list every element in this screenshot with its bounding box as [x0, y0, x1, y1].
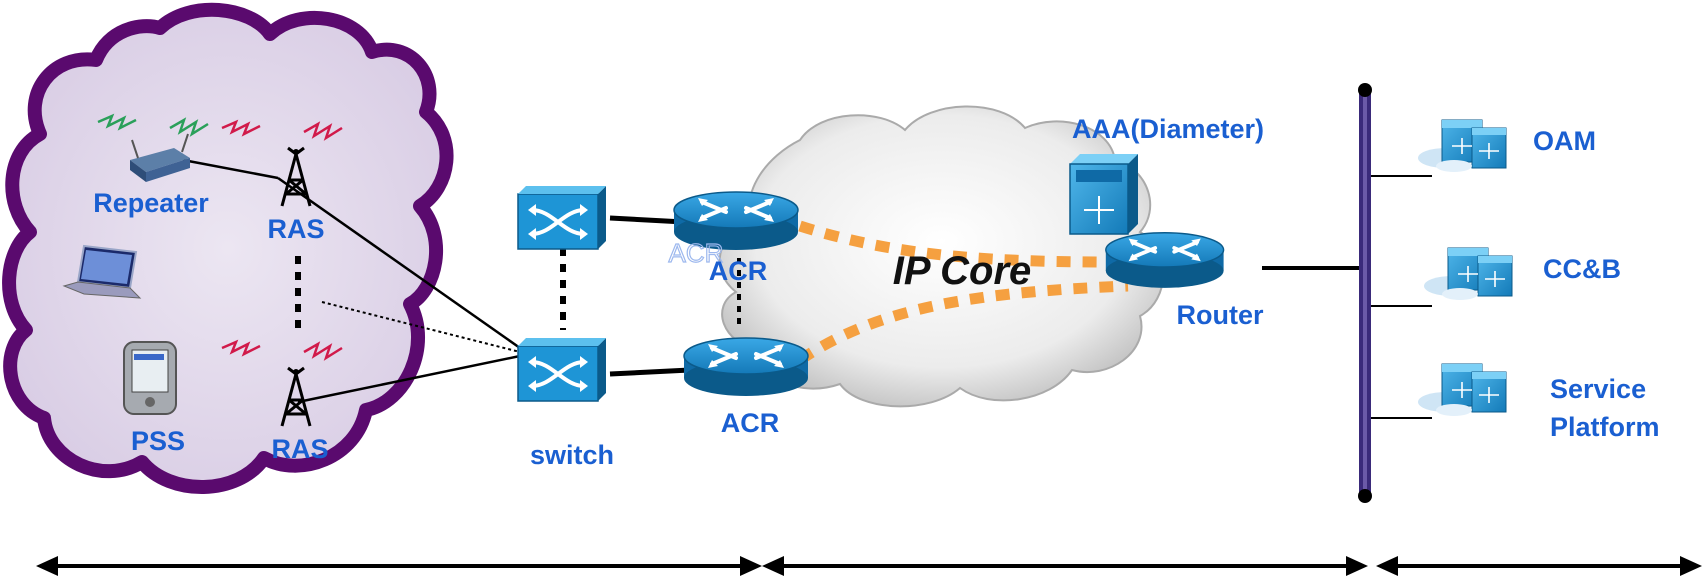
- ras-label-top: RAS: [267, 214, 324, 244]
- segment-arrows: [36, 556, 1702, 576]
- acr-ghost-label: ACR: [669, 238, 724, 268]
- pss-label: PSS: [131, 426, 185, 456]
- ras-label-bottom: RAS: [271, 434, 328, 464]
- service-platform-label-line2: Platform: [1550, 412, 1660, 442]
- access-network-cloud: [2, 2, 454, 494]
- oam-label: OAM: [1533, 126, 1596, 156]
- service-platform-label-line1: Service: [1550, 374, 1646, 404]
- repeater-icon: [130, 133, 190, 182]
- cloud-server-icon: [1417, 363, 1507, 417]
- aaa-label: AAA(Diameter): [1072, 114, 1264, 144]
- repeater-label: Repeater: [93, 188, 209, 218]
- laptop-icon: [62, 244, 142, 299]
- pda-icon: [123, 341, 177, 415]
- acr-label-top: ACR: [709, 256, 768, 286]
- server-icon: [1069, 154, 1138, 235]
- links: [182, 83, 1432, 503]
- acr-label-bottom: ACR: [721, 408, 780, 438]
- router-label: Router: [1177, 300, 1264, 330]
- switch-icon: [516, 336, 608, 403]
- wireless-waves: [97, 113, 343, 361]
- router-icon: [1103, 230, 1226, 290]
- ip-core-label: IP Core: [893, 249, 1032, 293]
- switch-icon: [516, 184, 608, 251]
- router-icon: [682, 336, 810, 398]
- ip-core-cloud: [718, 105, 1165, 408]
- cloud-server-icon: [1417, 119, 1507, 173]
- switch-label: switch: [530, 440, 614, 470]
- ccb-label: CC&B: [1543, 254, 1621, 284]
- cloud-server-icon: [1423, 247, 1513, 301]
